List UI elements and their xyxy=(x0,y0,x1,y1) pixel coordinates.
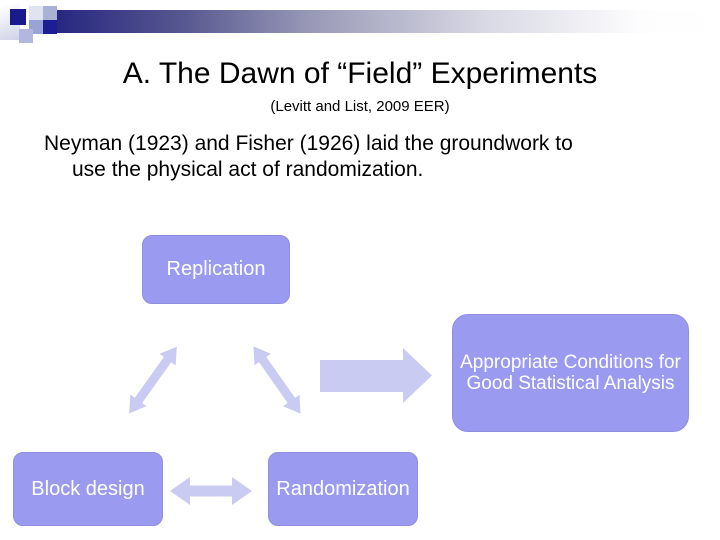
horizontal-double-arrow-icon xyxy=(170,477,252,505)
block-design-box: Block design xyxy=(13,452,163,526)
deco-pixel-square-navy xyxy=(10,9,26,25)
body-line: use the physical act of randomization. xyxy=(72,158,424,181)
box-label: Replication xyxy=(166,258,266,280)
cycle-right-double-arrow-icon xyxy=(253,346,301,414)
box-label: Appropriate Conditions for xyxy=(460,352,681,373)
appropriate-conditions-box: Appropriate Conditions for Good Statisti… xyxy=(452,314,689,432)
slide-title: A. The Dawn of “Field” Experiments xyxy=(122,57,598,90)
box-label: Block design xyxy=(31,477,145,500)
deco-pixel-square xyxy=(19,29,33,43)
deco-pixel-square xyxy=(43,6,57,20)
body-paragraph: Neyman (1923) and Fisher (1926) laid the… xyxy=(44,131,573,183)
top-gradient-bar xyxy=(43,10,720,33)
randomization-box: Randomization xyxy=(268,452,418,526)
replication-box: Replication xyxy=(142,235,290,304)
deco-pixel-square xyxy=(29,6,43,20)
slide-subtitle: (Levitt and List, 2009 EER) xyxy=(270,98,450,115)
body-line: Neyman (1923) and Fisher (1926) laid the… xyxy=(44,132,573,155)
deco-pixel-square xyxy=(43,20,57,34)
right-arrow-icon xyxy=(320,348,432,403)
cycle-left-double-arrow-icon xyxy=(129,346,177,414)
box-label: Good Statistical Analysis xyxy=(466,373,675,394)
box-label: Randomization xyxy=(276,477,410,500)
